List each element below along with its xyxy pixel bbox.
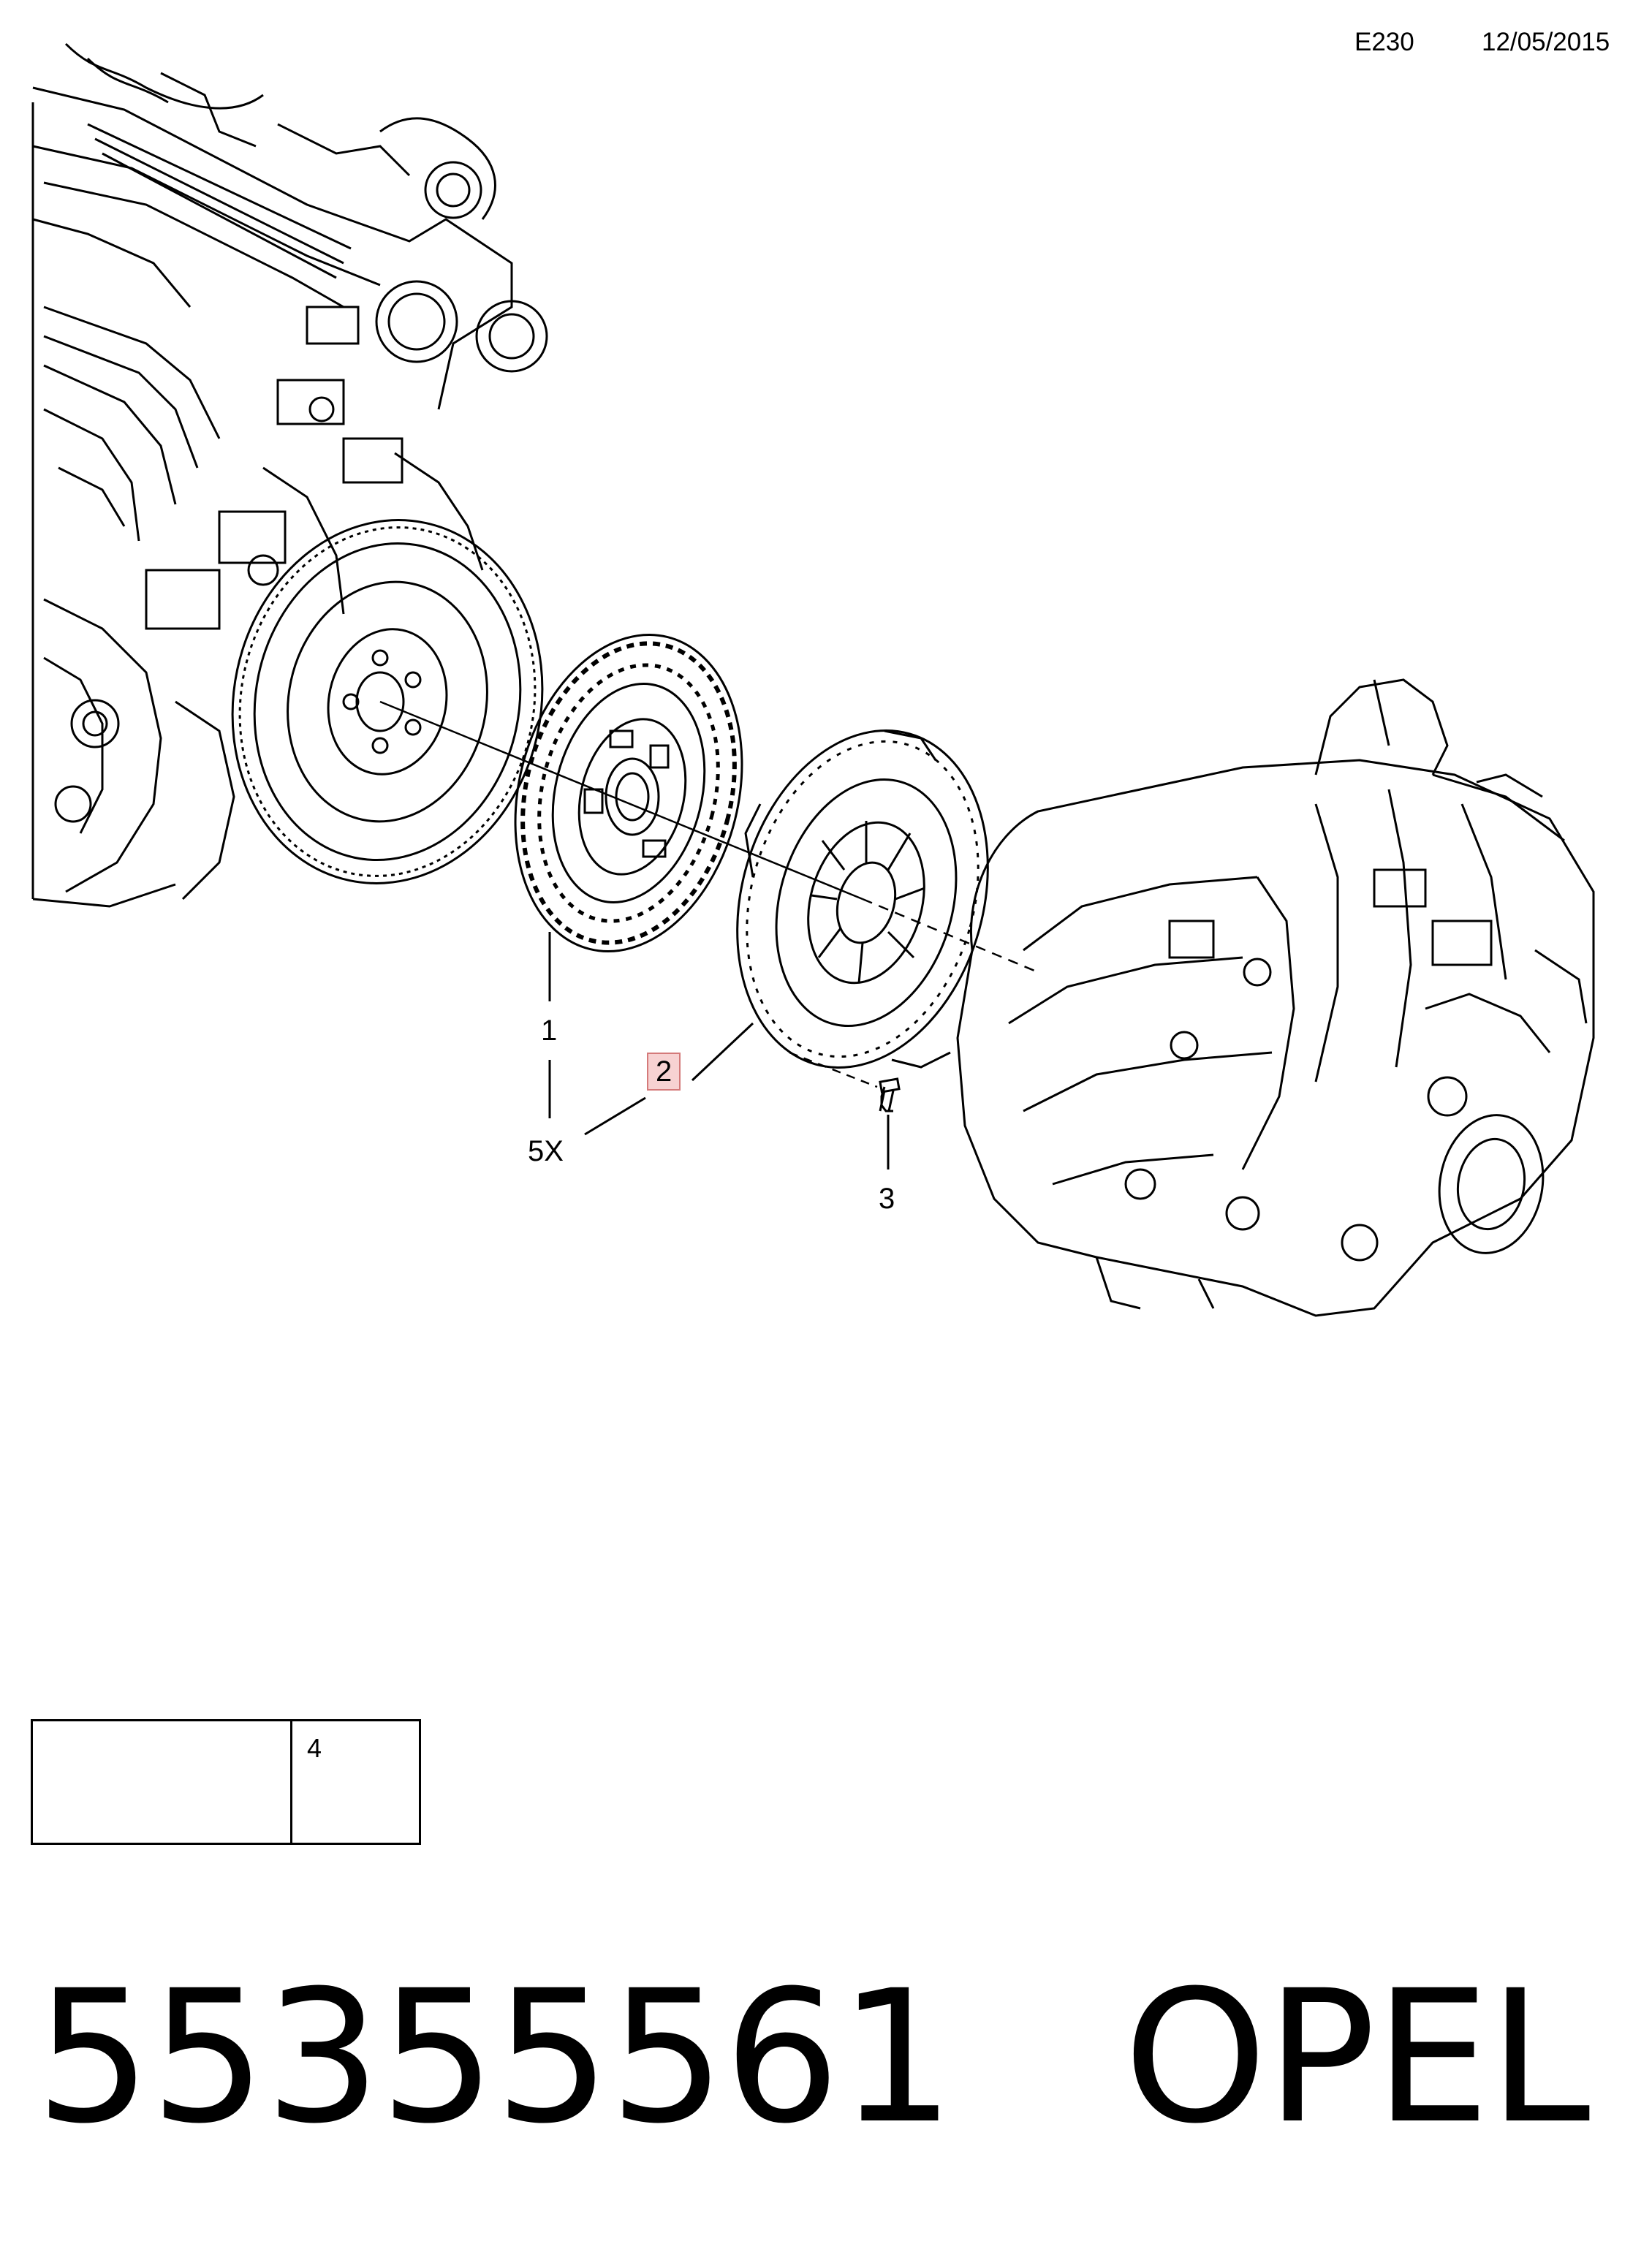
- bolt: [879, 1077, 901, 1112]
- flywheel: [231, 519, 544, 884]
- legend-item-number: 4: [307, 1733, 322, 1763]
- engine-block: [31, 42, 548, 908]
- callout-2-highlighted[interactable]: 2: [647, 1053, 681, 1091]
- pressure-plate: [736, 729, 989, 1069]
- callout-3: 3: [879, 1183, 895, 1215]
- legend-cell-sealant: 4: [292, 1721, 421, 1843]
- transmission-housing: [956, 678, 1595, 1317]
- diagram-date: 12/05/2015: [1482, 28, 1610, 56]
- diagram-code: E230: [1354, 28, 1414, 56]
- part-number-line: 55355561 OPEL: [35, 1966, 1591, 2149]
- legend-cell-manual: [33, 1721, 292, 1843]
- callout-5x: 5X: [528, 1135, 564, 1167]
- callout-1: 1: [541, 1015, 558, 1047]
- clutch-disc: [514, 633, 743, 953]
- legend-box: 4: [31, 1719, 421, 1845]
- leader-lines: [379, 700, 1039, 1169]
- part-number: 55355561: [35, 1951, 955, 2164]
- brand-name: OPEL: [1123, 1951, 1591, 2164]
